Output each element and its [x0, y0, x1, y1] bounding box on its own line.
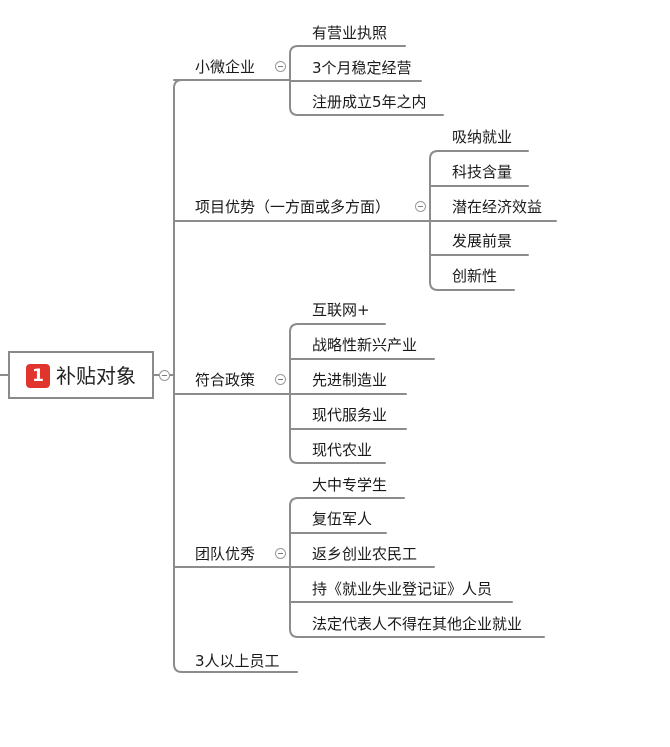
branch-collapse-icon[interactable] [415, 201, 426, 212]
leaf-node[interactable]: 现代农业 [312, 441, 373, 459]
root-title: 补贴对象 [56, 364, 136, 388]
leaf-node[interactable]: 大中专学生 [312, 476, 388, 494]
leaf-node[interactable]: 科技含量 [452, 163, 513, 181]
leaf-node[interactable]: 先进制造业 [312, 371, 388, 389]
branch-label-project-advantage[interactable]: 项目优势（一方面或多方面） [195, 198, 391, 216]
leaf-node[interactable]: 战略性新兴产业 [312, 336, 418, 354]
branch-collapse-icon[interactable] [275, 374, 286, 385]
leaf-node[interactable]: 有营业执照 [312, 24, 388, 42]
branch-label-team[interactable]: 团队优秀 [195, 545, 256, 563]
leaf-node[interactable]: 现代服务业 [312, 406, 388, 424]
root-priority-badge: 1 [26, 364, 50, 388]
root-collapse-icon[interactable] [159, 370, 170, 381]
branch-label-small-micro[interactable]: 小微企业 [195, 58, 256, 76]
leaf-node[interactable]: 互联网+ [312, 301, 370, 319]
leaf-node[interactable]: 吸纳就业 [452, 128, 513, 146]
leaf-node[interactable]: 返乡创业农民工 [312, 545, 418, 563]
leaf-node[interactable]: 法定代表人不得在其他企业就业 [312, 615, 523, 633]
branch-label-policy[interactable]: 符合政策 [195, 371, 256, 389]
leaf-node[interactable]: 发展前景 [452, 232, 513, 250]
leaf-node[interactable]: 复伍军人 [312, 510, 373, 528]
leaf-node[interactable]: 创新性 [452, 267, 498, 285]
leaf-node[interactable]: 潜在经济效益 [452, 198, 543, 216]
branch-collapse-icon[interactable] [275, 548, 286, 559]
branch-label-staff[interactable]: 3人以上员工 [195, 652, 280, 670]
leaf-node[interactable]: 3个月稳定经营 [312, 59, 412, 77]
branch-collapse-icon[interactable] [275, 61, 286, 72]
leaf-node[interactable]: 注册成立5年之内 [312, 93, 427, 111]
root-node[interactable]: 1 补贴对象 [8, 351, 154, 399]
leaf-node[interactable]: 持《就业失业登记证》人员 [312, 580, 493, 598]
